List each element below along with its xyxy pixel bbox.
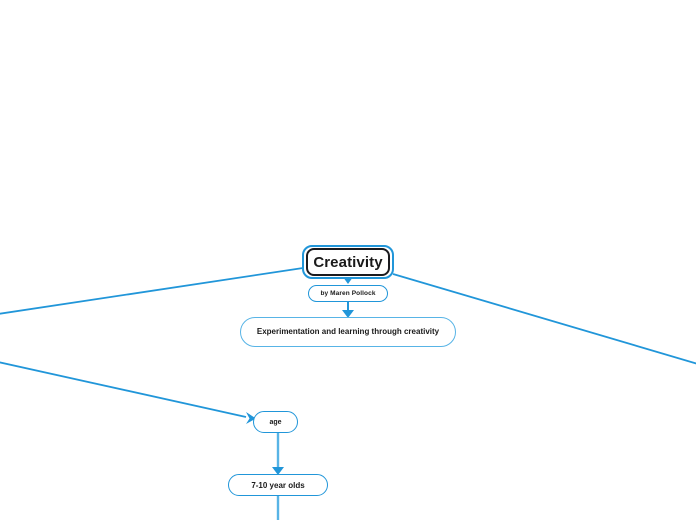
edge-root-to-left-offscreen <box>0 267 304 315</box>
node-age-range[interactable]: 7-10 year olds <box>228 474 328 496</box>
node-creativity[interactable]: Creativity <box>306 248 390 276</box>
edge-offscreen-to-age <box>0 361 247 418</box>
node-author[interactable]: by Maren Pollock <box>308 285 388 302</box>
node-experimentation-topic[interactable]: Experimentation and learning through cre… <box>240 317 456 347</box>
node-age[interactable]: age <box>253 411 298 433</box>
